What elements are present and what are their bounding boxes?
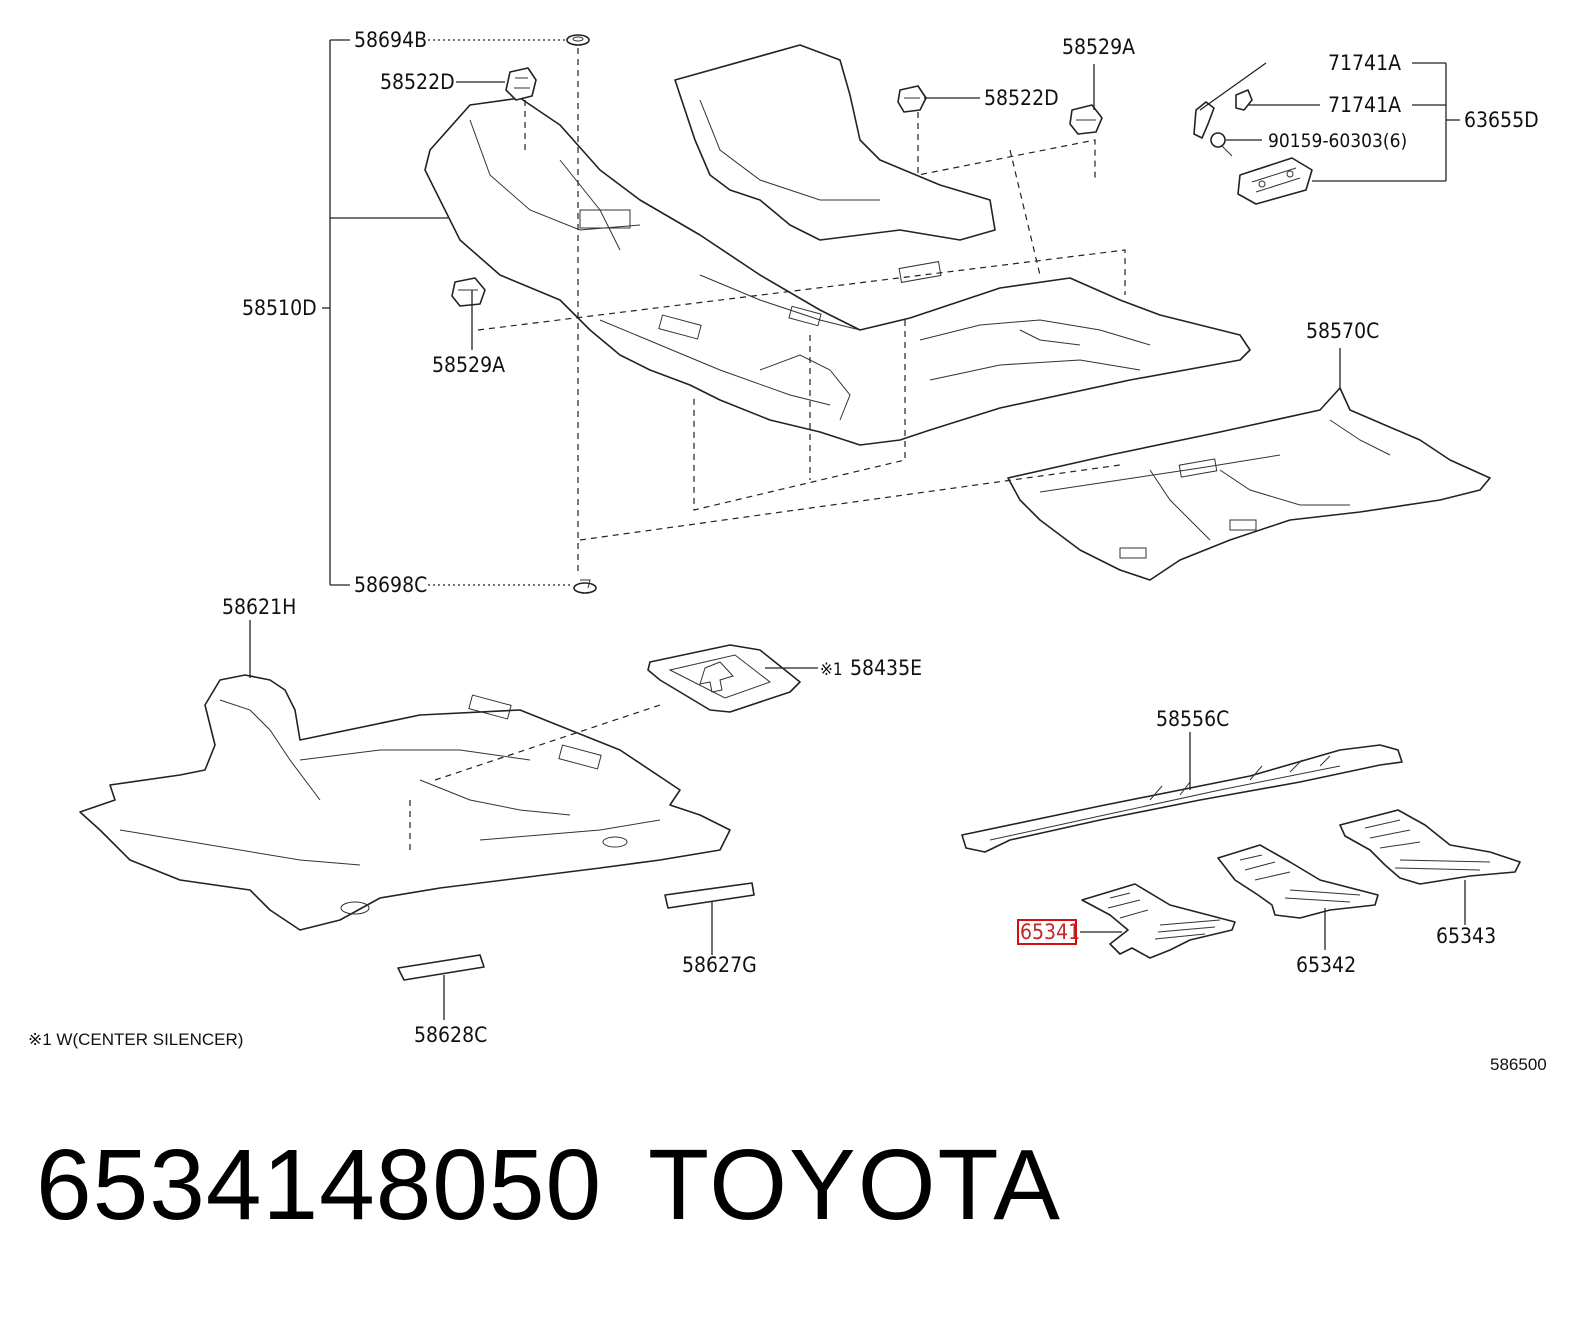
grommet-58698C: [573, 579, 597, 594]
callout-65341: 65341: [1020, 920, 1080, 944]
callout-58522D-right: 58522D: [984, 86, 1059, 110]
highlight-box-65341: [1017, 919, 1077, 945]
footer-part-number: 6534148050: [36, 1129, 603, 1241]
callout-65342: 65342: [1296, 953, 1356, 977]
callout-58529A-bottom: 58529A: [432, 353, 505, 377]
callout-71741A-lower: 71741A: [1328, 93, 1401, 117]
assembly-dash-lines: [409, 48, 1126, 850]
callout-58522D-left: 58522D: [380, 70, 455, 94]
plate-65341: [1081, 883, 1236, 959]
callout-58628C: 58628C: [414, 1023, 487, 1047]
footer-brand: TOYOTA: [648, 1129, 1062, 1241]
leader-lines: [249, 39, 1466, 1020]
callout-58510D: 58510D: [242, 296, 317, 320]
callout-58435E: 58435E: [850, 656, 922, 680]
floor-silencer-58621H: [79, 674, 731, 931]
callout-90159-60303: 90159-60303(6): [1268, 130, 1407, 152]
illustration-code: 586500: [1490, 1055, 1547, 1074]
floor-carpet-58510D: [424, 44, 1251, 446]
callout-71741A-upper: 71741A: [1328, 51, 1401, 75]
plate-65342: [1217, 844, 1379, 919]
callout-58529A-top: 58529A: [1062, 35, 1135, 59]
hook-71741A-lower: [1235, 89, 1253, 111]
grommet-58694B: [566, 34, 590, 46]
screw-90159: [1210, 132, 1233, 157]
callout-63655D: 63655D: [1464, 108, 1539, 132]
callout-58621H: 58621H: [222, 595, 296, 619]
clip-58529A-right: [1069, 104, 1103, 135]
clip-58522D-left: [505, 67, 537, 101]
callout-58556C: 58556C: [1156, 707, 1229, 731]
footnote: ※1 W(CENTER SILENCER): [28, 1030, 243, 1049]
silencer-58556C: [961, 744, 1403, 853]
callout-note-mark: ※1: [820, 660, 843, 680]
silencer-pad-58435E: [647, 644, 801, 713]
callout-58570C: 58570C: [1306, 319, 1379, 343]
callout-65343: 65343: [1436, 924, 1496, 948]
callout-labels: 58694B 58522D 58529A 58522D 71741A 71741…: [28, 28, 1547, 1074]
strip-58628C: [397, 954, 485, 981]
hook-71741A-upper: [1193, 101, 1215, 139]
clip-58522D-right: [897, 85, 927, 113]
rear-carpet-58570C: [1007, 387, 1491, 581]
callout-58627G: 58627G: [682, 953, 757, 977]
plate-65343: [1339, 809, 1521, 885]
callout-58698C: 58698C: [354, 573, 427, 597]
strip-58627G: [664, 882, 755, 909]
clip-58529A-left: [451, 277, 486, 307]
callout-58694B: 58694B: [354, 28, 427, 52]
bracket-63655D: [1237, 157, 1313, 205]
